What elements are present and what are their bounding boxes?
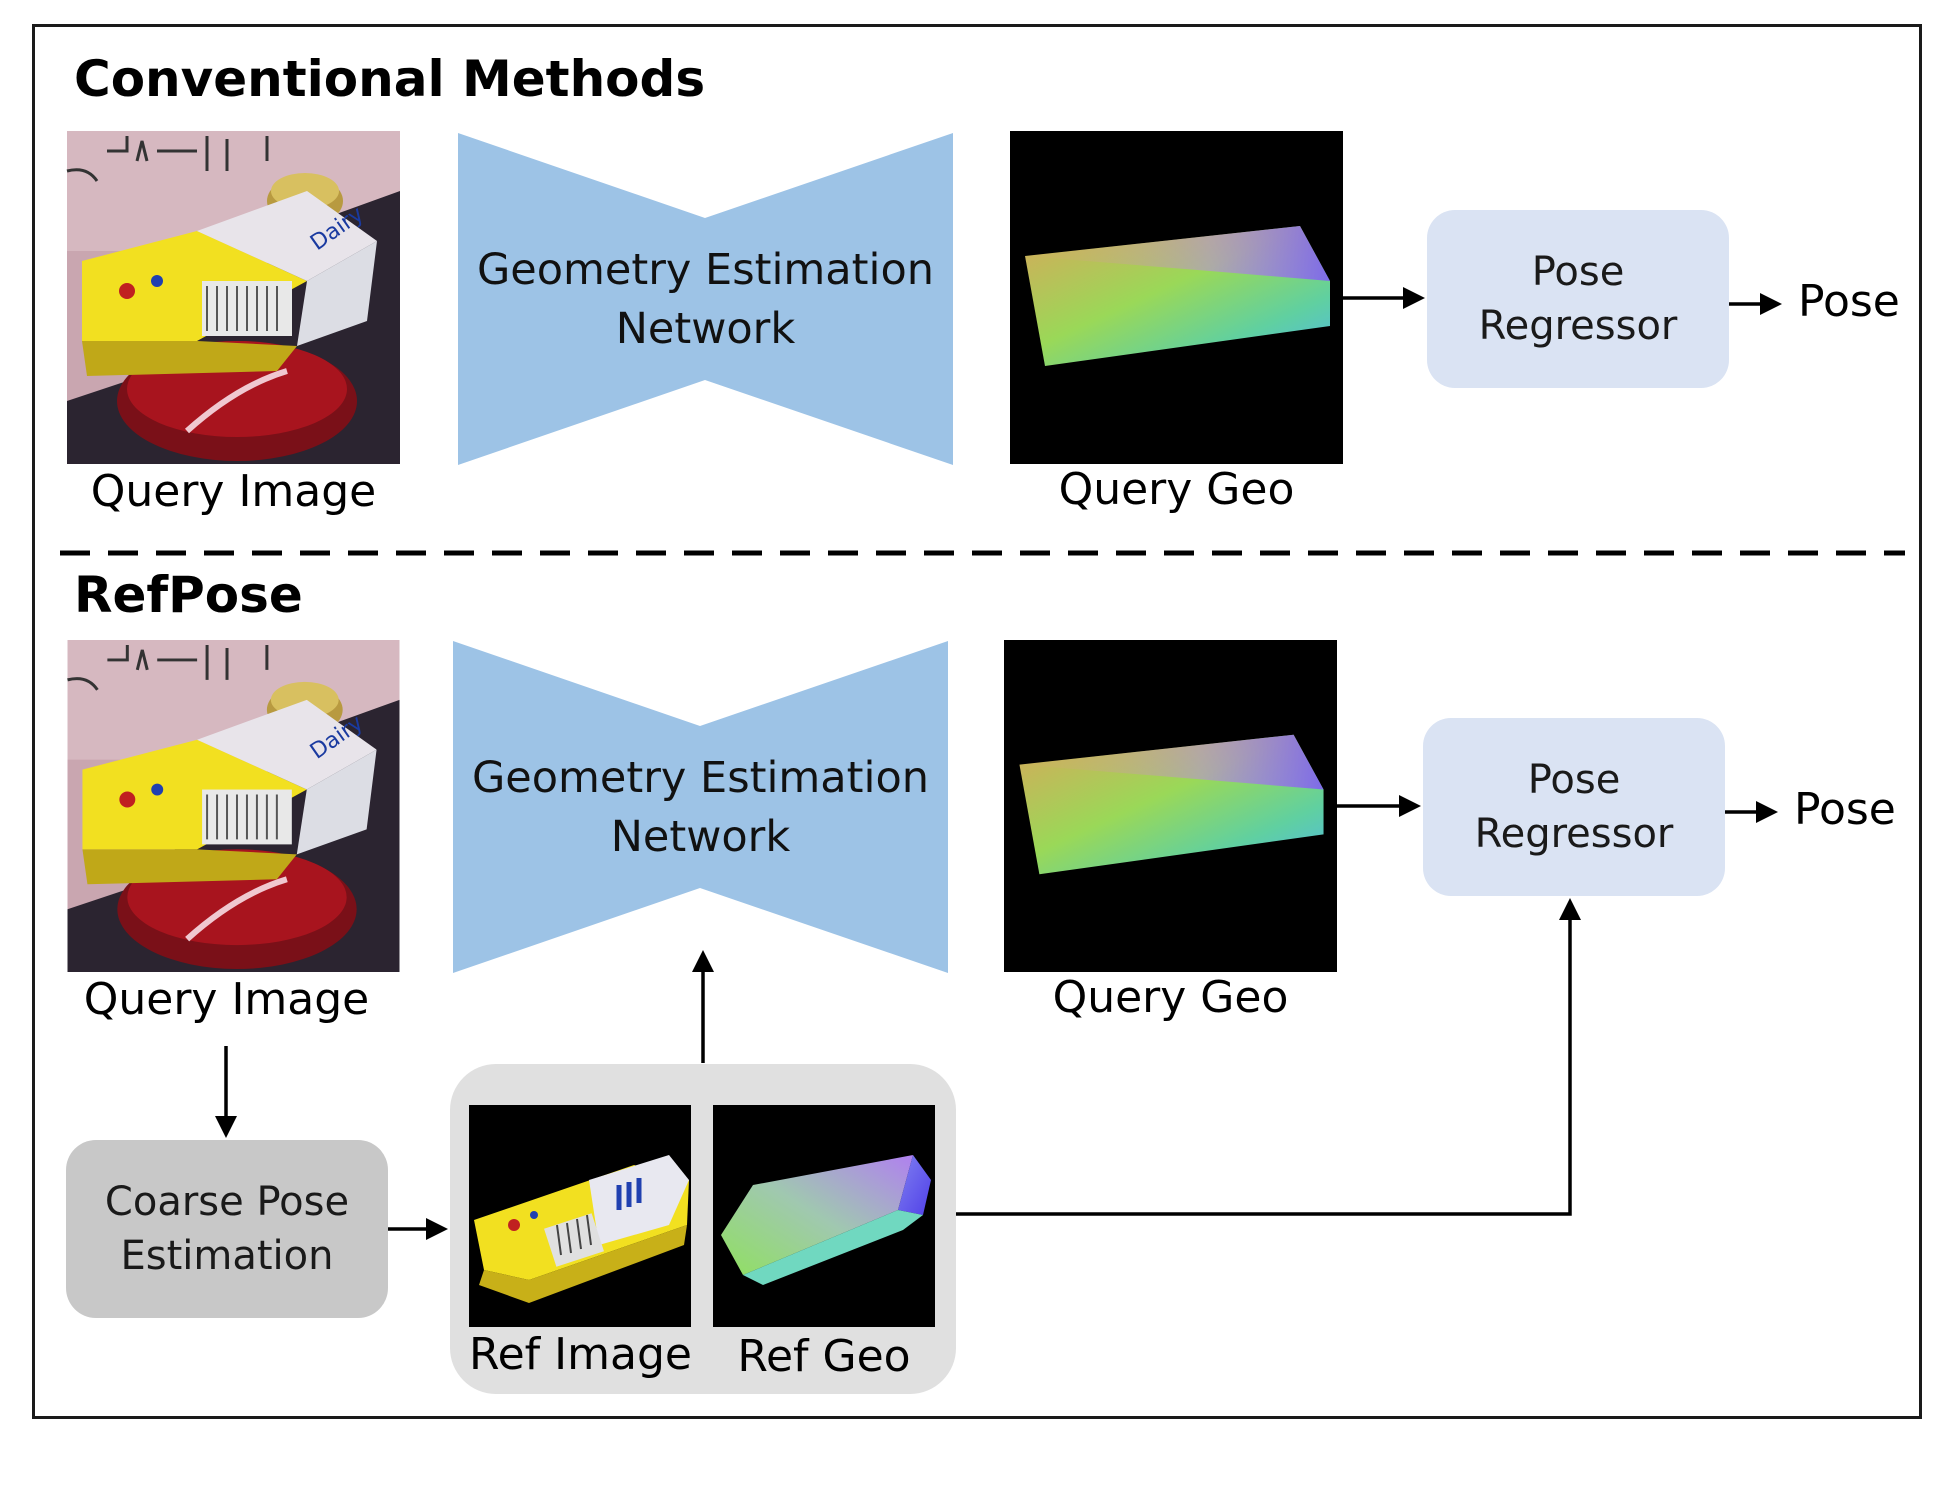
geo-to-regressor-arrowhead xyxy=(1403,287,1425,309)
ref-image-render xyxy=(469,1105,691,1327)
query-image-label: Query Image xyxy=(90,466,377,517)
refpose-network-label-line2: Network xyxy=(610,812,791,863)
query-geo-label: Query Geo xyxy=(1058,464,1295,515)
refpose-pose-regressor-line1: Pose xyxy=(1527,757,1621,803)
refpose-pose-regressor-line2: Regressor xyxy=(1474,811,1674,857)
ref-geo-label: Ref Geo xyxy=(737,1331,911,1382)
pose-regressor-line2: Regressor xyxy=(1478,303,1678,349)
pose-output-label: Pose xyxy=(1798,276,1900,327)
refpose-query-image-label: Query Image xyxy=(83,974,370,1025)
refpose-query-geo-map xyxy=(1004,640,1337,972)
geometry-estimation-network: Geometry Estimation Network xyxy=(458,133,953,465)
ref-geo-to-regressor-line xyxy=(934,920,1572,1216)
coarse-pose-line2: Estimation xyxy=(120,1233,334,1279)
refpose-query-geo-label: Query Geo xyxy=(1052,972,1289,1023)
network-label-line1: Geometry Estimation xyxy=(476,245,935,295)
diagram-frame xyxy=(32,24,1922,1419)
refpose-pose-output-label: Pose xyxy=(1794,784,1896,835)
refpose-network-label-line1: Geometry Estimation xyxy=(471,753,930,803)
pose-regressor-line1: Pose xyxy=(1531,249,1625,295)
query-to-coarse-arrowhead xyxy=(215,1116,237,1138)
coarse-pose-line1: Coarse Pose xyxy=(104,1179,350,1225)
network-label-line2: Network xyxy=(615,304,796,355)
ref-geo-to-regressor-line-arrowhead xyxy=(1559,898,1581,920)
refpose-title: RefPose xyxy=(74,566,303,624)
ref-regressor-to-pose-arrowhead xyxy=(1756,801,1778,823)
coarse-to-ref-arrowhead xyxy=(426,1218,448,1240)
coarse-pose-estimation-box: Coarse Pose Estimation xyxy=(66,1140,388,1318)
refpose-geometry-estimation-network: Geometry Estimation Network xyxy=(453,641,948,973)
refpose-query-image-photo: Dairy xyxy=(67,640,400,972)
regressor-to-pose-arrowhead xyxy=(1760,293,1782,315)
ref-to-network-arrowhead xyxy=(692,950,714,972)
pose-regressor-box: Pose Regressor xyxy=(1427,210,1729,388)
query-geo-map xyxy=(1010,131,1343,464)
conventional-title: Conventional Methods xyxy=(74,50,706,108)
ref-image-label: Ref Image xyxy=(469,1329,692,1380)
ref-geo-render xyxy=(713,1105,935,1327)
ref-geo-to-regressor-arrowhead xyxy=(1399,795,1421,817)
refpose-pose-regressor-box: Pose Regressor xyxy=(1423,718,1725,896)
query-image-photo: Dairy xyxy=(66,131,400,464)
